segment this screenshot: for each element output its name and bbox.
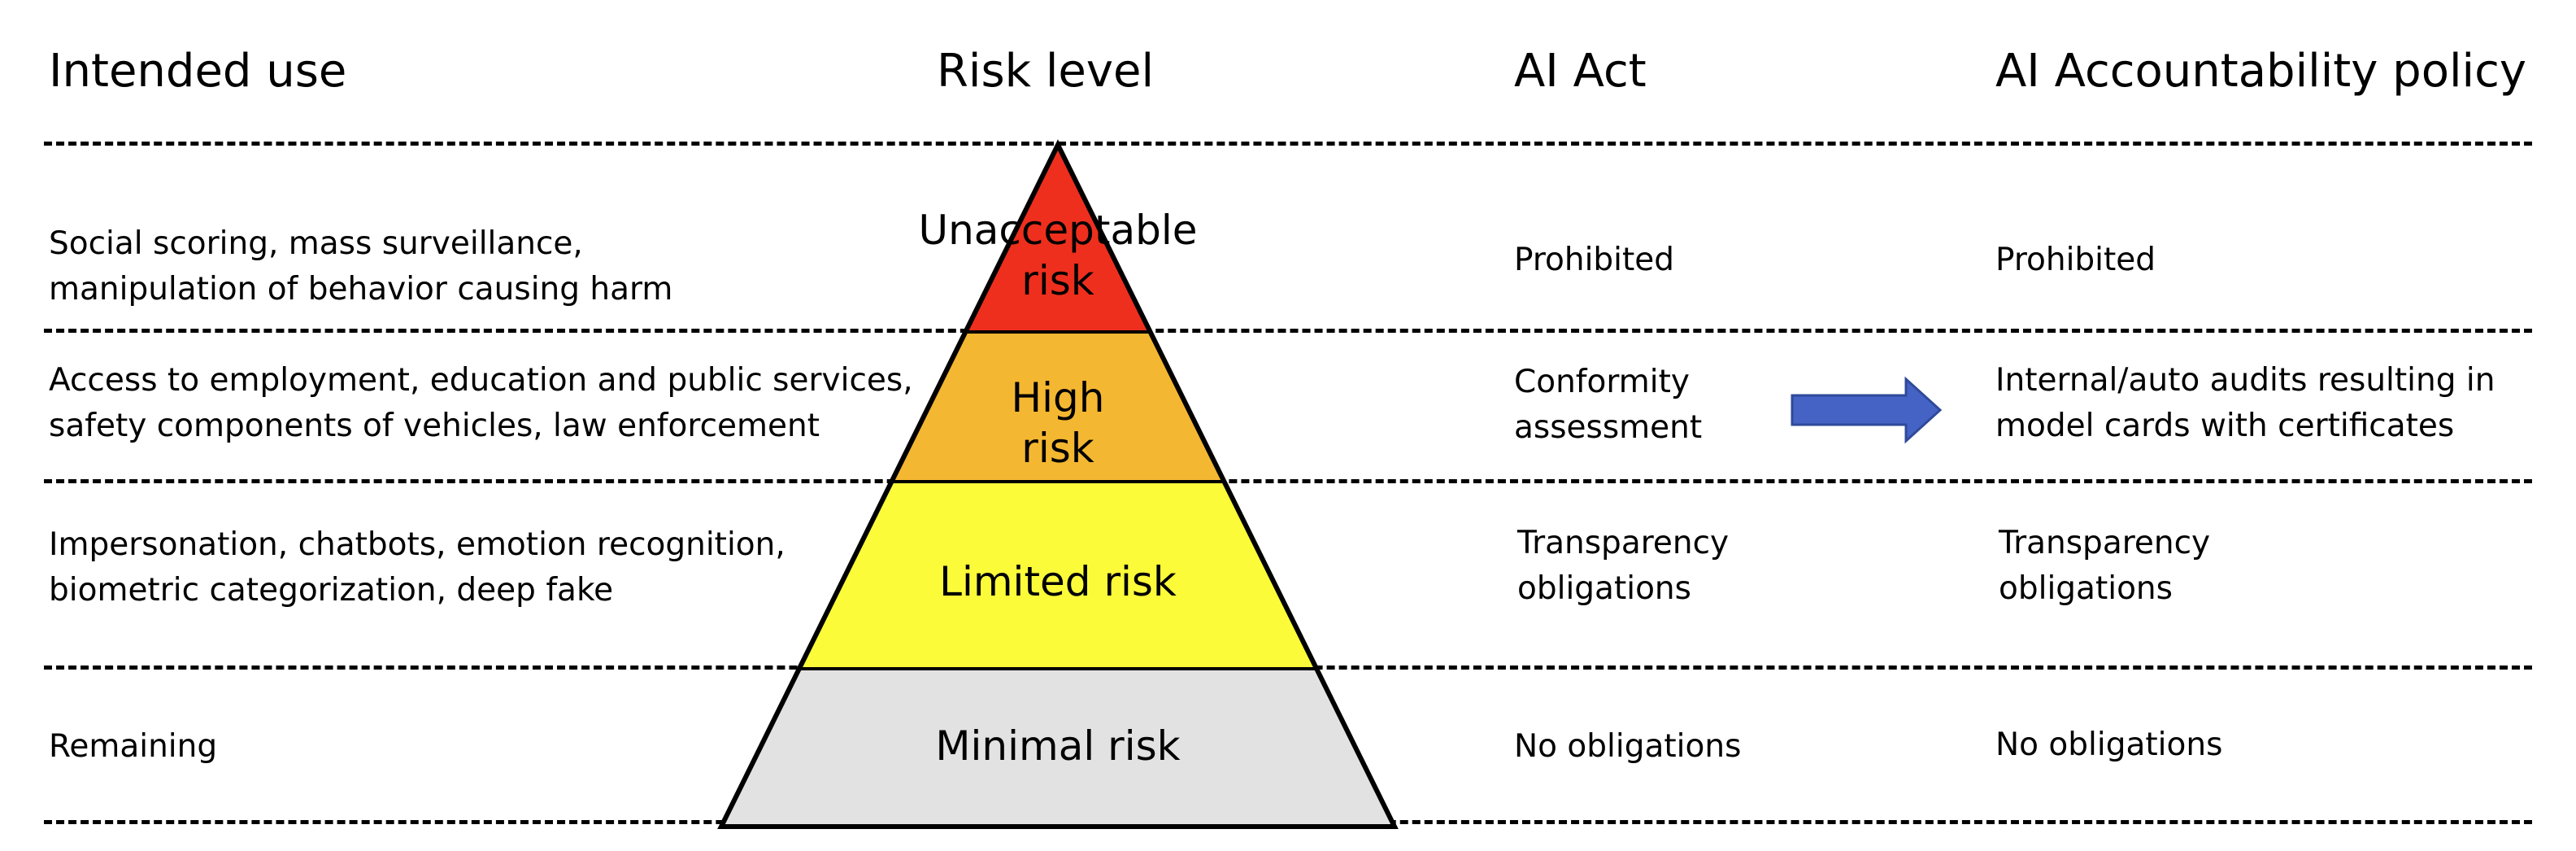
risk-label-unacceptable-line2: risk (1021, 257, 1094, 304)
ai-act-high-line2: assessment (1514, 409, 1703, 446)
risk-label-minimal: Minimal risk (895, 721, 1221, 771)
separator-line-2 (44, 479, 2532, 483)
ai-act-limited-line1: Transparency (1517, 525, 1730, 561)
header-ai-accountability-policy: AI Accountability policy (1995, 45, 2527, 98)
policy-limited-line2: obligations (1999, 570, 2173, 607)
ai-act-limited: Transparency obligations (1517, 521, 1729, 612)
pyramid-tier-high (890, 332, 1226, 482)
risk-label-unacceptable: Unacceptable risk (895, 205, 1221, 306)
ai-act-limited-line2: obligations (1517, 570, 1691, 607)
policy-unacceptable-line1: Prohibited (1995, 242, 2156, 278)
ai-act-unacceptable-line1: Prohibited (1514, 242, 1675, 278)
risk-label-limited: Limited risk (895, 556, 1221, 607)
intended-use-high-line1: Access to employment, education and publ… (49, 362, 913, 399)
separator-line-top (44, 142, 2532, 146)
header-risk-level: Risk level (937, 45, 1155, 98)
risk-label-limited-line1: Limited risk (939, 558, 1177, 605)
intended-use-high: Access to employment, education and publ… (49, 358, 913, 449)
ai-act-high-line1: Conformity (1514, 364, 1690, 400)
intended-use-limited-line2: biometric categorization, deep fake (49, 572, 614, 609)
intended-use-high-line2: safety components of vehicles, law enfor… (49, 408, 820, 444)
intended-use-unacceptable-line1: Social scoring, mass surveillance, (49, 225, 583, 262)
intended-use-limited: Impersonation, chatbots, emotion recogni… (49, 522, 785, 613)
pyramid-tier-limited (798, 482, 1318, 669)
policy-limited-line1: Transparency (1999, 525, 2211, 561)
intended-use-minimal-line1: Remaining (49, 728, 218, 765)
ai-act-minimal: No obligations (1514, 724, 1741, 770)
risk-label-high-line1: High (1011, 374, 1105, 421)
intended-use-unacceptable-line2: manipulation of behavior causing harm (49, 271, 673, 308)
intended-use-limited-line1: Impersonation, chatbots, emotion recogni… (49, 526, 785, 563)
header-ai-act: AI Act (1514, 45, 1647, 98)
risk-label-high-line2: risk (1021, 425, 1094, 472)
policy-minimal-line1: No obligations (1995, 727, 2223, 763)
right-arrow-icon (1791, 376, 1943, 444)
policy-limited: Transparency obligations (1999, 521, 2210, 612)
pyramid-tier-unacceptable (964, 145, 1152, 332)
policy-high: Internal/auto audits resulting in model … (1995, 358, 2495, 449)
ai-act-unacceptable: Prohibited (1514, 238, 1674, 283)
ai-act-minimal-line1: No obligations (1514, 728, 1742, 765)
header-intended-use: Intended use (49, 45, 347, 98)
risk-label-high: High risk (895, 373, 1221, 474)
separator-line-1 (44, 329, 2532, 333)
pyramid-outline (717, 139, 1399, 829)
ai-act-high: Conformity assessment (1514, 360, 1702, 451)
pyramid-tier-minimal (721, 669, 1395, 827)
policy-high-line2: model cards with certificates (1995, 408, 2455, 444)
policy-high-line1: Internal/auto audits resulting in (1995, 362, 2496, 399)
risk-label-minimal-line1: Minimal risk (935, 722, 1181, 770)
policy-unacceptable: Prohibited (1995, 238, 2156, 283)
policy-minimal: No obligations (1995, 722, 2222, 768)
intended-use-minimal: Remaining (49, 724, 217, 770)
intended-use-unacceptable: Social scoring, mass surveillance, manip… (49, 221, 672, 312)
risk-label-unacceptable-line1: Unacceptable (918, 207, 1198, 254)
